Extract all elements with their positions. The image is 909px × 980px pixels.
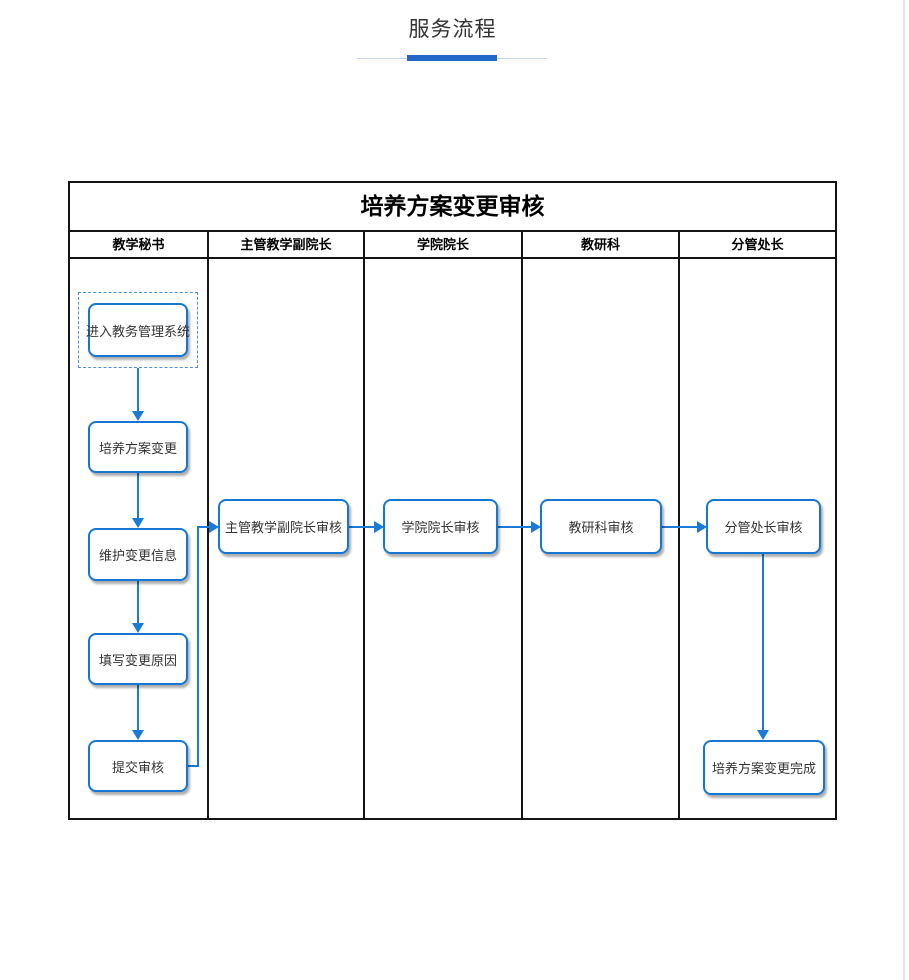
flow-node-vice-dean-review: 主管教学副院长审核 — [218, 499, 349, 554]
lane-divider-1 — [207, 230, 209, 818]
flow-node-submit-review: 提交审核 — [88, 740, 188, 792]
edge-enter-to-change-line — [137, 368, 139, 413]
edge-teach-to-director-arrowhead — [697, 521, 707, 533]
lane-divider-2 — [363, 230, 365, 818]
edge-maintain-to-reason-line — [137, 581, 139, 624]
edge-dean-to-teach-arrowhead — [531, 521, 541, 533]
flowchart-frame — [68, 181, 837, 820]
header-row-divider — [68, 257, 837, 259]
selection-rect — [78, 292, 198, 368]
lane-divider-3 — [521, 230, 523, 818]
lane-header-vice-dean: 主管教学副院长 — [240, 237, 332, 252]
edge-dean-to-teach-line — [498, 526, 531, 528]
edge-change-to-maintain-arrowhead — [132, 518, 144, 528]
section-title-underline — [357, 55, 547, 61]
edge-submit-to-vice-seg1 — [188, 765, 199, 767]
edge-vice-to-dean-line — [349, 526, 375, 528]
edge-reason-to-submit-arrowhead — [132, 730, 144, 740]
flow-node-enter-system: 进入教务管理系统 — [86, 303, 190, 357]
flowchart-title: 培养方案变更审核 — [360, 193, 545, 219]
edge-director-to-complete-line — [762, 554, 764, 731]
flow-node-fill-reason: 填写变更原因 — [88, 633, 188, 685]
title-row-divider — [68, 230, 837, 232]
edge-change-to-maintain-line — [137, 473, 139, 519]
flow-node-dean-review: 学院院长审核 — [383, 499, 498, 554]
edge-vice-to-dean-arrowhead — [374, 521, 384, 533]
section-title: 服务流程 — [408, 18, 497, 41]
section-title-accent-bar — [407, 55, 497, 61]
lane-header-director: 分管处长 — [731, 237, 784, 252]
lane-header-teach-office: 教研科 — [580, 237, 620, 252]
edge-director-to-complete-arrowhead — [757, 730, 769, 740]
flow-node-director-review: 分管处长审核 — [706, 499, 821, 554]
lane-divider-4 — [678, 230, 680, 818]
edge-submit-to-vice-seg3 — [199, 526, 210, 528]
page-right-edge-divider — [903, 0, 905, 980]
edge-enter-to-change-arrowhead — [132, 411, 144, 421]
flow-node-plan-change: 培养方案变更 — [88, 421, 188, 473]
edge-submit-to-vice-arrowhead — [209, 521, 219, 533]
edge-maintain-to-reason-arrowhead — [132, 623, 144, 633]
lane-header-dean: 学院院长 — [416, 237, 469, 252]
edge-reason-to-submit-line — [137, 685, 139, 731]
lane-header-jiaoxuemishu: 教学秘书 — [112, 237, 165, 252]
flow-node-maintain-info: 维护变更信息 — [88, 528, 188, 581]
edge-submit-to-vice-seg2 — [197, 526, 199, 767]
edge-teach-to-director-line — [662, 526, 697, 528]
flow-node-change-complete: 培养方案变更完成 — [703, 740, 825, 795]
flow-node-teach-office-review: 教研科审核 — [540, 499, 662, 554]
